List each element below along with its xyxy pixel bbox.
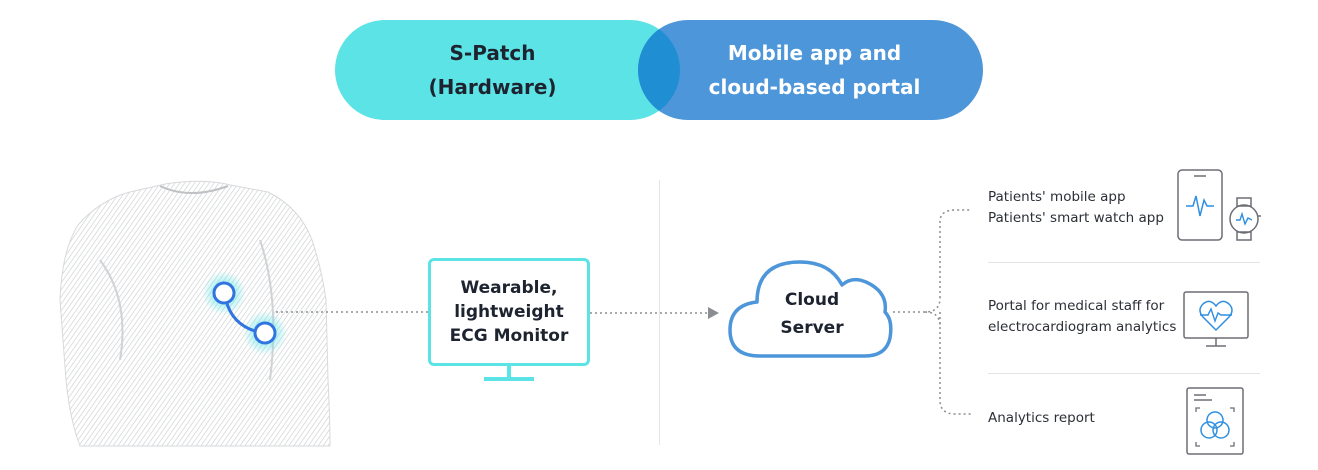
monitor-stand: [507, 366, 511, 378]
output-separator-1: [988, 262, 1260, 263]
output-separator-2: [988, 373, 1260, 374]
ecg-monitor-box: Wearable, lightweight ECG Monitor: [428, 258, 590, 366]
monitor-base: [484, 377, 534, 381]
output-report-label: Analytics report: [988, 410, 1095, 426]
software-pill: Mobile app and cloud-based portal: [638, 20, 983, 120]
section-divider: [659, 180, 660, 445]
output-patient-apps-label: Patients' mobile app Patients' smart wat…: [988, 189, 1164, 226]
hardware-pill: S-Patch (Hardware): [335, 20, 680, 120]
hardware-pill-label-overlay: S-Patch (Hardware): [428, 41, 557, 99]
software-pill-text-layer: Mobile app and cloud-based portal: [638, 20, 983, 120]
ecg-monitor-label: Wearable, lightweight ECG Monitor: [449, 278, 569, 346]
output-portal-label: Portal for medical staff for electrocard…: [988, 298, 1177, 335]
hardware-pill-text-layer: S-Patch (Hardware): [335, 20, 680, 120]
cloud-server-label: Cloud Server: [780, 290, 844, 338]
software-pill-label-overlay: Mobile app and cloud-based portal: [708, 41, 921, 99]
